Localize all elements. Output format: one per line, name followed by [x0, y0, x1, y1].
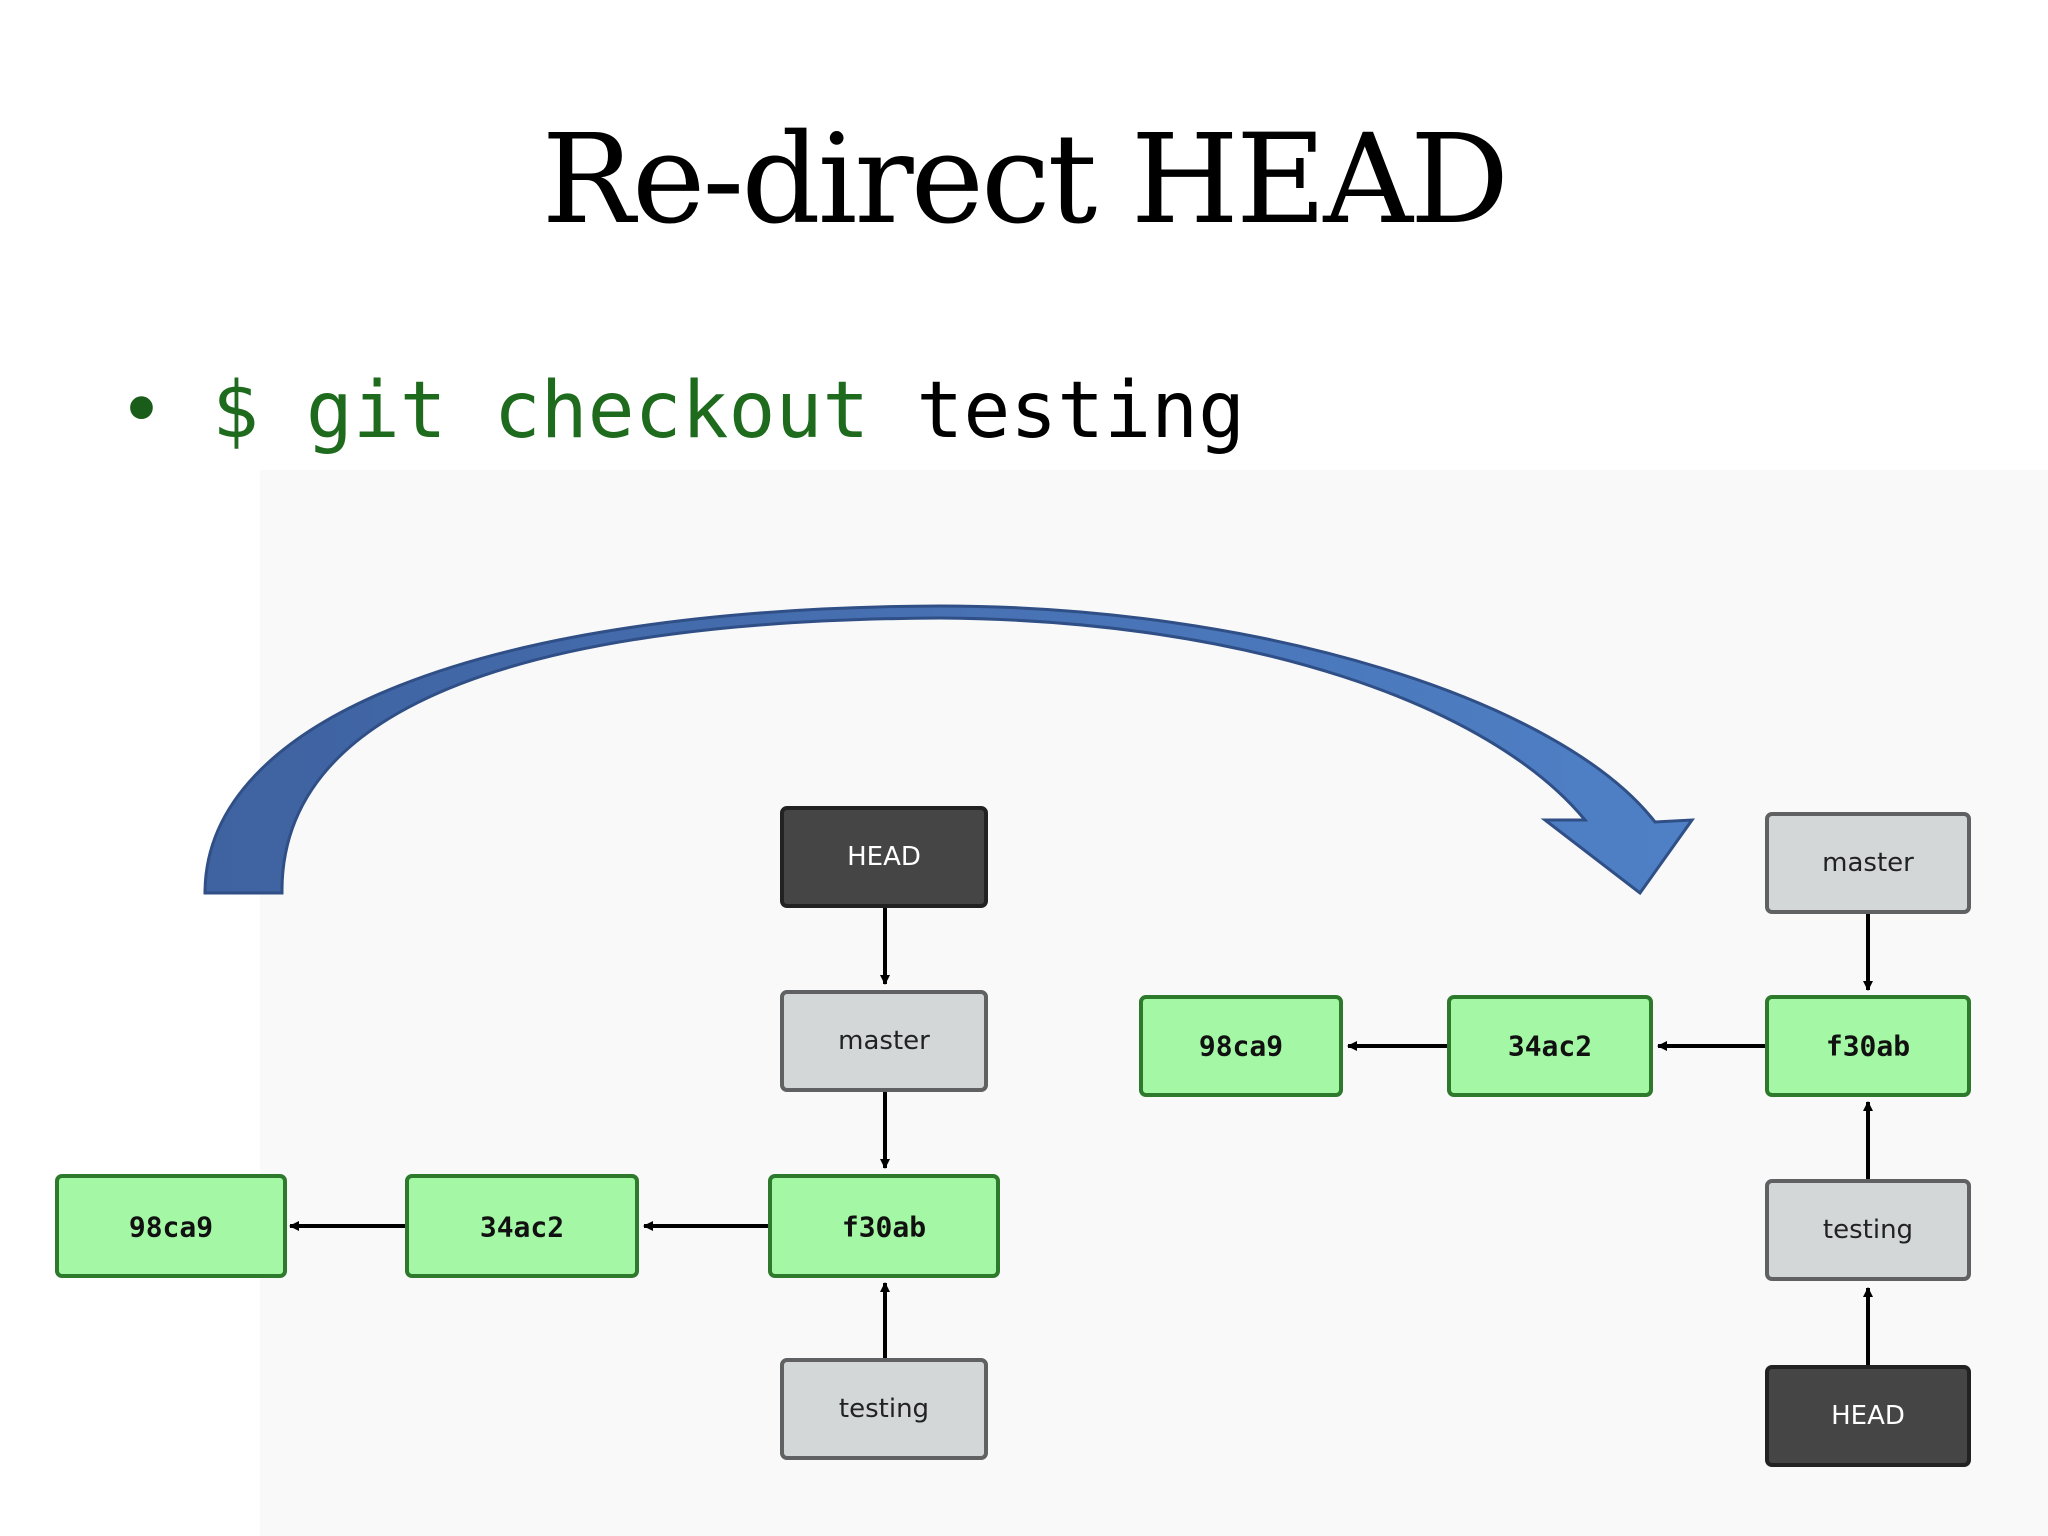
commit-hash: 98ca9 — [1199, 1030, 1283, 1063]
commit-node: 98ca9 — [55, 1174, 287, 1278]
branch-master: master — [1765, 812, 1971, 914]
command-argument: testing — [916, 366, 1246, 456]
commit-hash: 34ac2 — [480, 1211, 564, 1244]
branch-testing: testing — [780, 1358, 988, 1460]
head-pointer: HEAD — [780, 806, 988, 908]
curved-arrow-right-icon — [203, 604, 1696, 896]
branch-label: master — [1822, 848, 1914, 878]
commit-node: f30ab — [768, 1174, 1000, 1278]
bullet-marker: • — [118, 366, 165, 456]
commit-hash: 98ca9 — [129, 1211, 213, 1244]
commit-node: 34ac2 — [405, 1174, 639, 1278]
head-label: HEAD — [847, 842, 921, 872]
diagram-before: HEAD master f30ab 34ac2 98ca9 — [55, 806, 1000, 1460]
command-text: $ git checkout — [211, 366, 870, 456]
branch-label: master — [838, 1026, 930, 1056]
branch-testing: testing — [1765, 1179, 1971, 1281]
branch-master: master — [780, 990, 988, 1092]
commit-hash: f30ab — [1826, 1030, 1910, 1063]
command-bullet: • $ git checkout testing — [118, 372, 1245, 450]
commit-node: 98ca9 — [1139, 995, 1343, 1097]
head-label: HEAD — [1831, 1401, 1905, 1431]
commit-hash: 34ac2 — [1508, 1030, 1592, 1063]
head-pointer: HEAD — [1765, 1365, 1971, 1467]
slide-title: Re-direct HEAD — [541, 108, 1510, 252]
commit-node: 34ac2 — [1447, 995, 1653, 1097]
commit-node: f30ab — [1765, 995, 1971, 1097]
branch-label: testing — [1823, 1215, 1913, 1245]
commit-hash: f30ab — [842, 1211, 926, 1244]
diagram-after: master f30ab 34ac2 98ca9 testing — [1139, 812, 1971, 1467]
branch-label: testing — [839, 1394, 929, 1424]
